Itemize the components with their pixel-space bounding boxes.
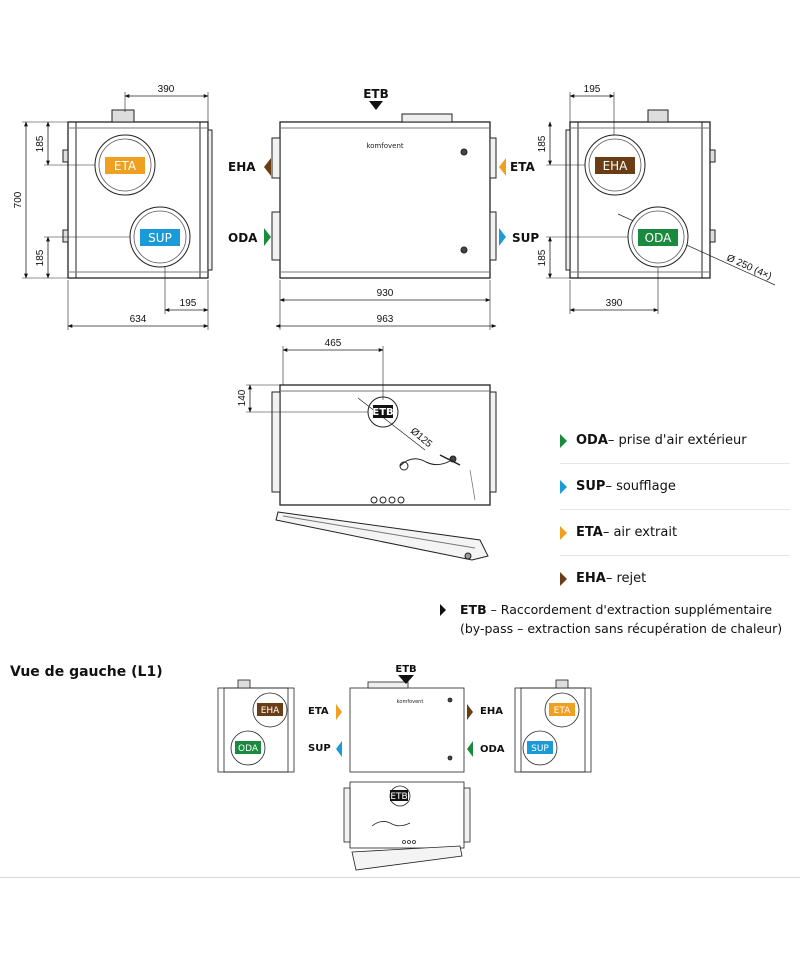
dim-top-offset: 465 [325, 338, 342, 349]
eta-arrow-icon [499, 158, 506, 176]
l1-sup-port: SUP [522, 730, 558, 766]
sup-triangle-icon [560, 479, 567, 494]
l1-sup-label: SUP [308, 743, 331, 754]
oda-arrow-icon [264, 228, 271, 246]
legend: ODA – prise d'air extérieur SUP – souffl… [560, 418, 790, 601]
l1-eha-port: EHA [252, 692, 288, 728]
oda-label-front: ODA [228, 231, 258, 245]
legend-code: EHA [576, 571, 606, 586]
l1-front-view [349, 681, 465, 773]
svg-text:ETA: ETA [554, 706, 571, 716]
l1-oda-port: ODA [230, 730, 266, 766]
left-side-view [22, 92, 213, 330]
eta-triangle-icon [560, 525, 567, 540]
legend-code: ETA [576, 525, 603, 540]
eha-triangle-icon [560, 571, 567, 586]
etb-port-top [373, 405, 393, 418]
legend-code: SUP [576, 479, 606, 494]
svg-text:ODA: ODA [238, 744, 259, 754]
legend-text: – prise d'air extérieur [607, 433, 747, 448]
eta-label-front: ETA [510, 160, 535, 174]
dim-diameter-250: Ø 250 (4×) [725, 253, 773, 283]
dim-left-lower: 185 [35, 249, 46, 266]
etb-note-code: ETB [460, 602, 487, 617]
l1-eta-arrow-icon [336, 704, 342, 720]
dim-right-upper: 185 [537, 135, 548, 152]
l1-etb-label-top: ETB [390, 792, 407, 802]
svg-text:SUP: SUP [531, 744, 549, 754]
legend-text: – rejet [605, 571, 647, 586]
dim-left-height: 700 [13, 191, 24, 208]
etb-arrow-icon [369, 101, 383, 110]
svg-text:ODA: ODA [645, 231, 672, 245]
oda-port-right: ODA [627, 206, 689, 268]
l1-brand-label: komfovent [397, 699, 424, 705]
l1-eta-label: ETA [308, 706, 329, 717]
top-view [246, 346, 497, 561]
l1-sup-arrow-icon [336, 741, 342, 757]
dim-left-bottom-width: 634 [130, 314, 147, 325]
front-view [271, 113, 497, 330]
legend-item-eta: ETA – air extrait [560, 510, 790, 556]
etb-triangle-icon [440, 604, 446, 616]
l1-top-view [343, 781, 471, 871]
legend-code: ODA [576, 433, 608, 448]
l1-eha-label: EHA [480, 706, 503, 717]
l1-etb-label: ETB [395, 664, 416, 675]
legend-item-sup: SUP – soufflage [560, 464, 790, 510]
l1-eha-arrow-icon [467, 704, 473, 720]
divider [0, 877, 800, 878]
legend-item-oda: ODA – prise d'air extérieur [560, 418, 790, 464]
svg-text:SUP: SUP [148, 231, 172, 245]
dim-right-top: 195 [584, 84, 601, 95]
svg-text:EHA: EHA [261, 706, 280, 716]
dim-right-bottom: 390 [606, 298, 623, 309]
l1-right-view [514, 679, 592, 773]
dim-top-depth: 140 [237, 389, 248, 406]
dim-front-outer: 963 [377, 314, 394, 325]
l1-oda-arrow-icon [467, 741, 473, 757]
legend-text: – soufflage [605, 479, 676, 494]
eha-label-front: EHA [228, 160, 256, 174]
dim-left-top: 390 [158, 84, 175, 95]
eha-arrow-icon [264, 158, 271, 176]
sup-port-left: SUP [129, 206, 191, 268]
legend-item-eha: EHA – rejet [560, 556, 790, 601]
eha-port-right: EHA [584, 134, 646, 196]
dim-right-lower: 185 [537, 249, 548, 266]
eta-port-left: ETA [94, 134, 156, 196]
l1-oda-label: ODA [480, 744, 505, 755]
svg-text:ETA: ETA [114, 159, 137, 173]
sup-label-front: SUP [512, 231, 539, 245]
right-side-view [546, 92, 776, 314]
svg-text:EHA: EHA [603, 159, 629, 173]
etb-note-line2: (by-pass – extraction sans récupération … [460, 621, 783, 636]
dim-left-bottom-small: 195 [180, 298, 197, 309]
brand-label: komfovent [366, 142, 404, 150]
etb-label-front: ETB [363, 87, 389, 101]
l1-etb-arrow-icon [398, 675, 414, 684]
etb-label-top: ETB [372, 407, 393, 418]
dim-left-upper: 185 [35, 135, 46, 152]
dim-front-inner: 930 [377, 288, 394, 299]
l1-etb-port-top [390, 790, 408, 801]
legend-text: – air extrait [602, 525, 678, 540]
view-title: Vue de gauche (L1) [10, 664, 163, 680]
l1-eta-port: ETA [544, 692, 580, 728]
sup-arrow-icon [499, 228, 506, 246]
l1-left-view [217, 679, 295, 773]
oda-triangle-icon [560, 433, 567, 448]
etb-note-line1: – Raccordement d'extraction supplémentai… [486, 602, 773, 617]
etb-note: ETB – Raccordement d'extraction suppléme… [440, 600, 800, 638]
